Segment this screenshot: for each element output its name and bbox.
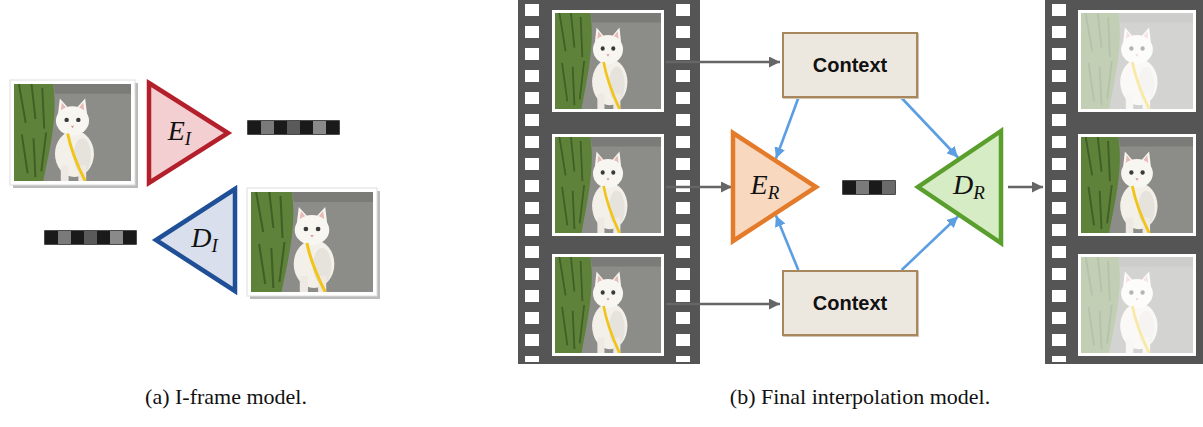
- photo-frame: [10, 80, 135, 185]
- box-text-group: Context: [813, 54, 887, 77]
- context-arrow: [776, 98, 798, 159]
- latent-cell: [326, 121, 339, 134]
- film-frame: [552, 10, 664, 112]
- photo-shadow: [13, 83, 138, 188]
- symbol-label: DI: [191, 223, 218, 256]
- symbol-subscript: I: [185, 128, 191, 149]
- latent-cell: [287, 121, 300, 134]
- photo-frame: [247, 188, 377, 296]
- symbol-label: DR: [953, 170, 985, 203]
- film-frame: [1078, 134, 1196, 236]
- latent-cell: [123, 231, 136, 244]
- latent-outline: [843, 181, 895, 194]
- figure-caption: (a) I-frame model.: [145, 384, 307, 410]
- latent-cell: [882, 181, 895, 194]
- film-strip: [1045, 0, 1203, 364]
- triangle-shape: [156, 189, 235, 291]
- box-label: Context: [813, 54, 887, 77]
- symbol-letter: E: [168, 115, 185, 146]
- encoder-triangle: ER: [730, 130, 822, 244]
- film-frame: [552, 134, 664, 236]
- symbol-letter: D: [953, 169, 973, 200]
- latent-cell: [248, 121, 261, 134]
- latent-cell: [300, 121, 313, 134]
- box-text-group: Context: [813, 292, 887, 315]
- latent-cell: [58, 231, 71, 244]
- box-label: Context: [813, 292, 887, 315]
- cat-photo: [555, 13, 661, 109]
- triangle-shape: [918, 131, 1001, 243]
- figure-caption: (b) Final interpolation model.: [730, 384, 990, 410]
- symbol-letter: E: [751, 169, 768, 200]
- latent-code: [248, 121, 339, 134]
- latent-cell: [45, 231, 58, 244]
- fade-overlay: [1081, 13, 1193, 109]
- latent-cell: [869, 181, 882, 194]
- film-holes: [525, 4, 539, 362]
- fade-overlay: [1081, 257, 1193, 353]
- cat-photo: [555, 137, 661, 233]
- cat-photo: [14, 84, 131, 181]
- input-arrow: [666, 61, 780, 64]
- symbol-subscript: R: [768, 182, 780, 203]
- latent-cell: [261, 121, 274, 134]
- film-frame: [552, 254, 664, 356]
- context-box: Context: [782, 32, 918, 98]
- context-arrow: [902, 217, 958, 271]
- photo-shadow: [250, 191, 380, 299]
- context-box: Context: [782, 270, 918, 336]
- symbol-letter: D: [191, 222, 211, 253]
- latent-outline: [248, 121, 339, 134]
- film-holes: [1052, 4, 1066, 362]
- symbol-label: ER: [751, 170, 780, 203]
- cat-photo: [251, 192, 373, 292]
- latent-cell: [110, 231, 123, 244]
- latent-outline: [45, 231, 136, 244]
- cat-photo: [555, 257, 661, 353]
- symbol-subscript: R: [973, 182, 985, 203]
- output-arrow: [1008, 186, 1043, 189]
- symbol-label: EI: [168, 116, 191, 149]
- latent-cell: [274, 121, 287, 134]
- symbol-subscript: I: [212, 235, 218, 256]
- encoder-triangle: EI: [146, 80, 234, 186]
- cat-photo: [1081, 137, 1193, 233]
- context-arrow: [902, 98, 958, 158]
- context-arrow: [776, 216, 798, 271]
- latent-cell: [843, 181, 856, 194]
- latent-cell: [856, 181, 869, 194]
- latent-code: [843, 181, 895, 194]
- triangle-shape: [733, 133, 816, 241]
- triangle-shape: [149, 83, 228, 183]
- latent-code: [45, 231, 136, 244]
- latent-cell: [71, 231, 84, 244]
- film-strip: [518, 0, 700, 364]
- decoder-triangle: DR: [912, 128, 1004, 246]
- input-arrow: [666, 303, 780, 306]
- cat-photo: [1081, 13, 1193, 109]
- input-arrow: [666, 186, 732, 189]
- film-frame: [1078, 10, 1196, 112]
- cat-photo: [1081, 257, 1193, 353]
- latent-cell: [97, 231, 110, 244]
- film-holes: [676, 4, 690, 362]
- latent-cell: [313, 121, 326, 134]
- decoder-triangle: DI: [150, 186, 238, 294]
- film-frame: [1078, 254, 1196, 356]
- latent-cell: [84, 231, 97, 244]
